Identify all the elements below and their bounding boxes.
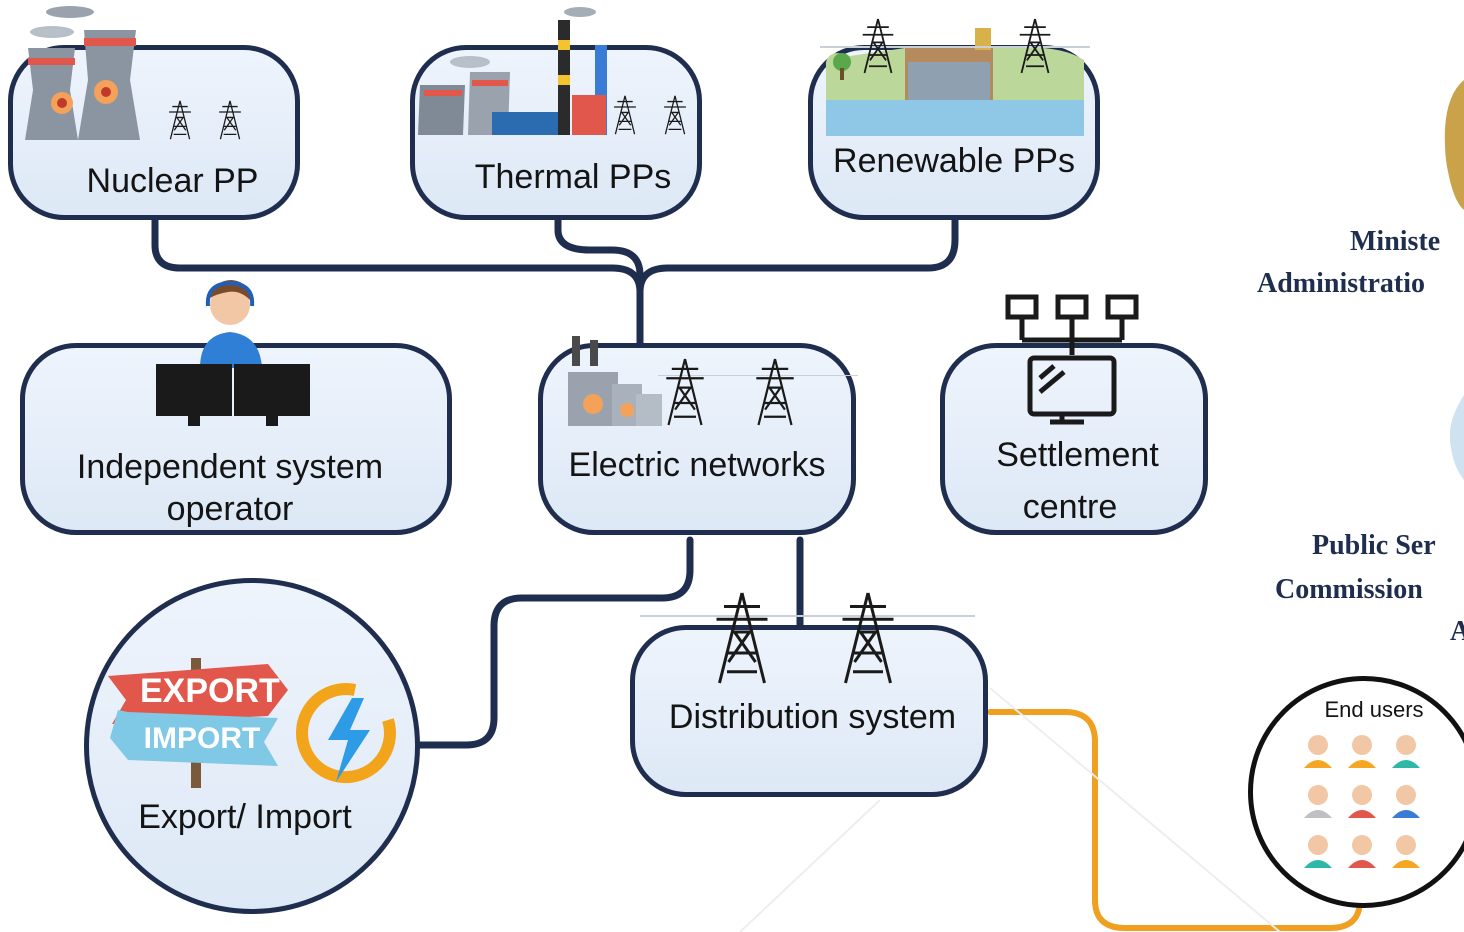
psc-label-line1: Public Ser [1312, 530, 1436, 561]
enduser-connector [987, 709, 1363, 931]
user-avatar-icon [1348, 735, 1376, 768]
nuclear-pp-label: Nuclear PP [86, 162, 259, 200]
distribution-box[interactable] [630, 625, 988, 797]
distribution-label: Distribution system [668, 698, 957, 736]
user-avatar-icon [1304, 735, 1332, 768]
end-users-circle[interactable] [1248, 676, 1464, 908]
user-avatar-icon [1392, 835, 1420, 868]
user-avatar-icon [1392, 785, 1420, 818]
electric-networks-label: Electric networks [568, 446, 826, 484]
user-avatar-icon [1348, 835, 1376, 868]
user-avatar-icon [1304, 785, 1332, 818]
ministry-label-line1: Ministe [1350, 226, 1441, 257]
user-avatar-icon [1348, 785, 1376, 818]
operator-label-line2: operator [166, 490, 294, 528]
settlement-box[interactable] [940, 343, 1208, 535]
renewable-pps-label: Renewable PPs [833, 142, 1075, 180]
emblem-icon [1444, 80, 1464, 210]
renewable-connector [636, 211, 959, 296]
emblem-icon [1449, 395, 1464, 480]
operator-label-line1: Independent system [76, 448, 384, 486]
thermal-pps-label: Thermal PPs [474, 158, 672, 196]
psc-label-line3: A [1450, 616, 1464, 647]
export-sign-text: EXPORT [140, 672, 280, 710]
user-avatar-icon [1392, 735, 1420, 768]
user-avatar-icon [1304, 835, 1332, 868]
thermal-connector [554, 211, 644, 279]
settlement-label-line2: centre [1022, 488, 1118, 526]
import-sign-text: IMPORT [143, 722, 261, 755]
end-users-label: End users [1324, 697, 1424, 722]
ministry-label-line2: Administratio [1257, 268, 1425, 299]
psc-label-line2: Commission [1275, 574, 1423, 605]
settlement-label-line1: Settlement [996, 436, 1159, 474]
export-connector [414, 536, 694, 749]
export-import-label: Export/ Import [138, 798, 352, 836]
